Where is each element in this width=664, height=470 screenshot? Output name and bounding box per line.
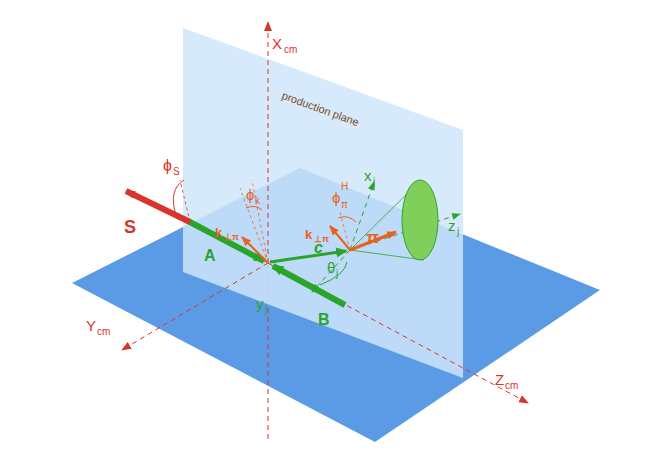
axis-subscript: cm: [505, 381, 518, 391]
axis-subscript: j: [373, 177, 375, 187]
axis-subscript: cm: [97, 327, 110, 337]
angle-subscript: j: [336, 269, 338, 279]
beam-label: A: [204, 248, 216, 264]
axis-label: x: [364, 168, 372, 183]
axis-label: Z: [495, 372, 504, 387]
axis-label: z: [448, 218, 456, 233]
angle-subscript: k: [255, 196, 260, 206]
vector-subscript: ⊥π: [224, 233, 239, 242]
vector-label: k: [305, 228, 312, 241]
axis-label: Y: [86, 318, 96, 333]
axis-label: y: [256, 296, 264, 311]
angle-label: ϕ: [332, 190, 340, 205]
vector-label: k: [215, 226, 222, 239]
angle-label: ϕ: [163, 158, 172, 174]
angle-subscript: S: [173, 167, 180, 177]
angle-subscript: π: [341, 200, 348, 210]
angle-superscript: H: [341, 182, 348, 192]
angle-label: ϕ: [246, 187, 254, 202]
axis-label: X: [272, 36, 282, 51]
axis-subscript: cm: [284, 45, 297, 55]
jet-label: c: [314, 240, 323, 256]
axis-subscript: j: [265, 305, 267, 315]
axis-subscript: j: [457, 227, 459, 237]
angle-label: θ: [327, 260, 335, 275]
beam-label: B: [318, 312, 330, 328]
spin-label: S: [124, 218, 136, 236]
pion-label: π: [366, 229, 379, 246]
